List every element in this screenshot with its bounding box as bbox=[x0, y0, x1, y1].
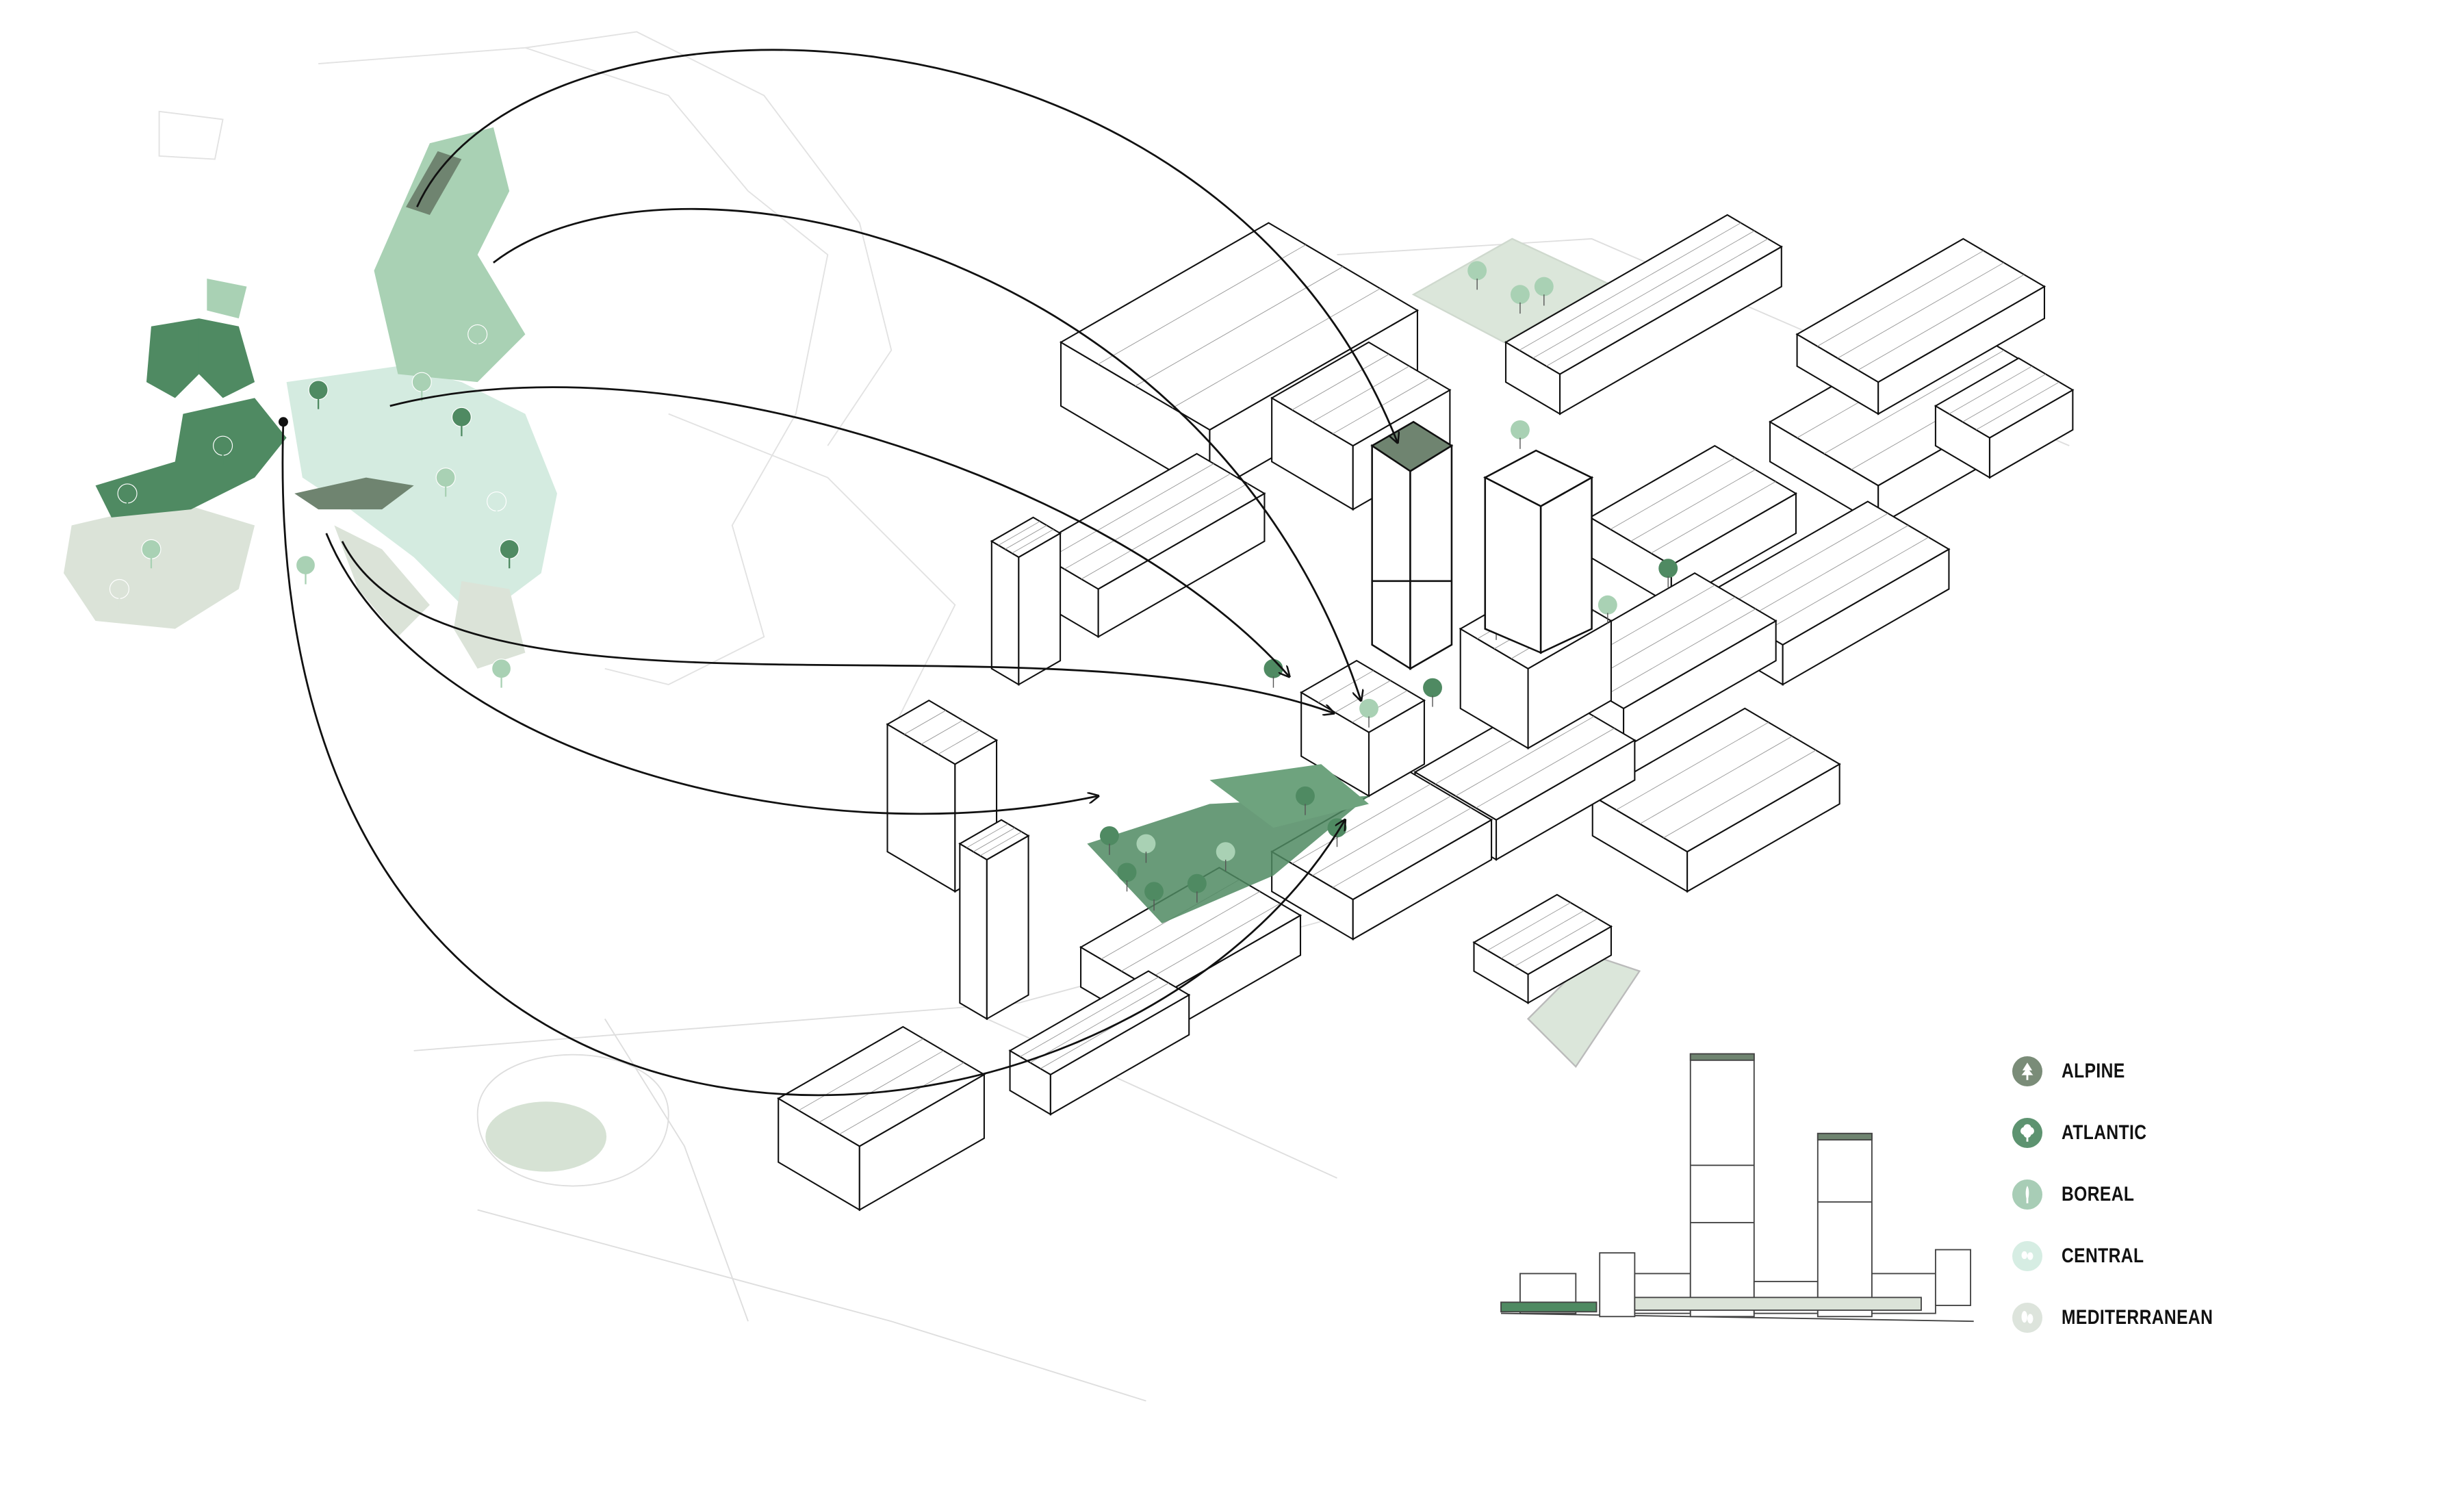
city-block bbox=[1591, 707, 1841, 893]
tree-icon bbox=[308, 380, 329, 400]
biome-legend: ALPINE ATLANTIC BOREAL CENTRAL MEDITERRANEAN bbox=[2012, 1041, 2246, 1349]
tower-left bbox=[1370, 420, 1454, 671]
biome-arrow bbox=[416, 49, 1398, 443]
fir-tree-icon bbox=[2012, 1056, 2042, 1086]
tree-icon bbox=[499, 539, 519, 559]
tree-icon bbox=[1296, 786, 1315, 806]
region-atlantic bbox=[198, 318, 255, 398]
region-mediterranean bbox=[64, 501, 255, 629]
tree-icon bbox=[1467, 261, 1487, 281]
biome-arrow bbox=[341, 541, 1334, 713]
tree-icon bbox=[1099, 826, 1119, 845]
legend-item-mediterranean: MEDITERRANEAN bbox=[2012, 1287, 2246, 1349]
region-mediterranean bbox=[453, 580, 526, 669]
tree-icon bbox=[213, 435, 233, 456]
city-block bbox=[1795, 238, 2046, 416]
city-block bbox=[1008, 970, 1191, 1116]
legend-label: BOREAL bbox=[2062, 1183, 2135, 1205]
tree-icon bbox=[141, 539, 162, 559]
tree-icon bbox=[1597, 595, 1617, 615]
europe-biome-map bbox=[64, 127, 557, 688]
ghost-europe-outline bbox=[158, 31, 956, 733]
region-atlantic bbox=[146, 318, 207, 398]
podium-green bbox=[1634, 1297, 1922, 1311]
biome-arrow bbox=[389, 386, 1289, 677]
legend-label: CENTRAL bbox=[2062, 1245, 2144, 1267]
cypress-tree-icon bbox=[2012, 1179, 2042, 1210]
legend-label: MEDITERRANEAN bbox=[2062, 1306, 2213, 1329]
roof-green bbox=[1689, 1053, 1755, 1061]
region-boreal bbox=[207, 278, 247, 319]
tree-icon bbox=[117, 483, 138, 504]
region-mediterranean bbox=[334, 525, 430, 637]
tree-icon bbox=[1144, 882, 1164, 902]
tree-icon bbox=[467, 324, 488, 344]
office-tower bbox=[958, 819, 1030, 1021]
section-building bbox=[1689, 1053, 1755, 1318]
legend-label: ALPINE bbox=[2062, 1060, 2125, 1082]
city-block bbox=[1029, 452, 1266, 639]
tree-icon bbox=[1263, 659, 1283, 678]
city-block bbox=[1472, 893, 1613, 1004]
tree-icon bbox=[491, 659, 512, 679]
legend-item-boreal: BOREAL bbox=[2012, 1164, 2246, 1225]
biome-arrow bbox=[281, 422, 1345, 1097]
tree-icon bbox=[451, 407, 472, 427]
slab-tower bbox=[990, 516, 1062, 686]
city-block bbox=[1934, 357, 2075, 479]
tree-icon bbox=[295, 555, 316, 576]
tree-icon bbox=[1658, 559, 1678, 578]
tree-icon bbox=[1359, 698, 1378, 718]
deciduous-tree-icon bbox=[2012, 1118, 2042, 1148]
tower-right bbox=[1483, 449, 1594, 654]
origin-point bbox=[278, 417, 288, 427]
section-building bbox=[1817, 1132, 1873, 1318]
city-block bbox=[1270, 771, 1493, 941]
section-building bbox=[1934, 1249, 1971, 1306]
tree-icon bbox=[487, 492, 507, 512]
legend-item-central: CENTRAL bbox=[2012, 1225, 2246, 1287]
tree-icon bbox=[1534, 277, 1554, 296]
biome-arrow bbox=[325, 533, 1099, 815]
roof-green bbox=[1817, 1132, 1873, 1141]
section-building bbox=[1599, 1252, 1636, 1318]
tree-icon bbox=[1187, 873, 1207, 893]
star-building bbox=[777, 1025, 986, 1212]
ground-line bbox=[1501, 1312, 1974, 1323]
tree-icon bbox=[1136, 834, 1156, 854]
city-blocks bbox=[777, 214, 2075, 1212]
tree-icon bbox=[435, 468, 456, 488]
tree-icon bbox=[411, 372, 432, 392]
olive-trees-icon bbox=[2012, 1303, 2042, 1333]
region-central bbox=[286, 366, 557, 621]
biome-arrow bbox=[493, 207, 1361, 700]
legend-label: ATLANTIC bbox=[2062, 1121, 2147, 1144]
legend-item-atlantic: ATLANTIC bbox=[2012, 1102, 2246, 1164]
region-alpine bbox=[406, 151, 462, 215]
tree-icon bbox=[109, 578, 129, 599]
region-boreal bbox=[374, 127, 526, 383]
skyline-section bbox=[1500, 1053, 1974, 1323]
tree-icon bbox=[1117, 863, 1137, 882]
podium-green bbox=[1500, 1301, 1597, 1313]
tree-icon bbox=[1510, 285, 1530, 305]
region-atlantic bbox=[95, 398, 287, 518]
legend-item-alpine: ALPINE bbox=[2012, 1041, 2246, 1102]
city-block bbox=[1504, 214, 1783, 416]
green-terrace bbox=[1209, 764, 1369, 828]
two-trees-icon bbox=[2012, 1241, 2042, 1271]
tree-icon bbox=[1423, 678, 1442, 698]
region-alpine bbox=[294, 477, 414, 510]
tree-icon bbox=[1510, 420, 1530, 439]
tree-icon bbox=[1216, 842, 1235, 862]
roundabout-park bbox=[485, 1101, 607, 1172]
biome-arrows bbox=[281, 49, 1398, 1097]
